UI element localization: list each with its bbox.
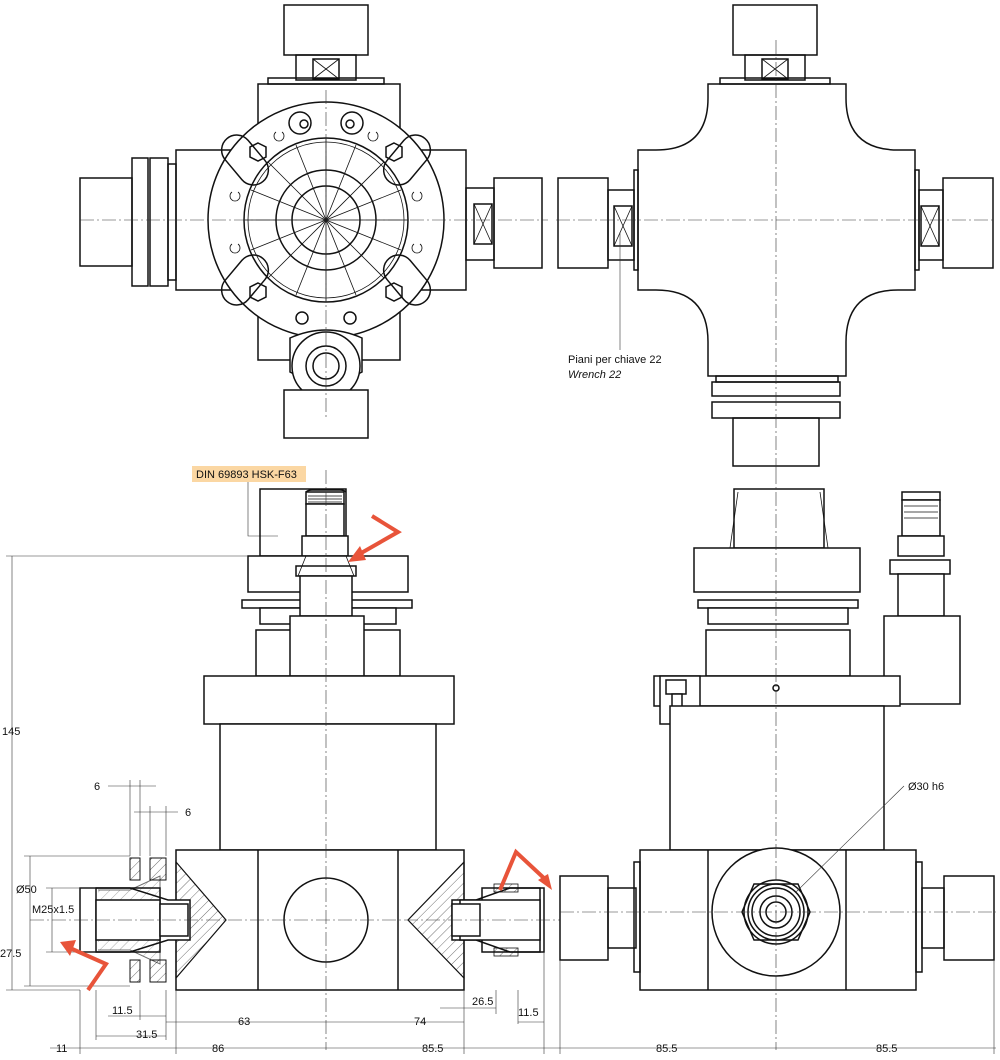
dim-85-5-b: 85.5 <box>656 1043 677 1055</box>
dim-74: 74 <box>414 1016 426 1028</box>
wrench-label-it: Piani per chiave 22 <box>568 354 662 366</box>
right-motor-2 <box>942 177 994 269</box>
dims-bottom-left <box>6 555 560 1054</box>
red-arrow-hsk <box>355 514 402 558</box>
hsk-label: DIN 69893 HSK-F63 <box>196 469 297 481</box>
top-left-view <box>79 4 548 439</box>
top-right-view: Piani per chiave 22 Wrench 22 <box>556 4 995 470</box>
bolt-slots <box>220 134 432 306</box>
cross-body <box>637 83 916 377</box>
dim-85-5-a: 85.5 <box>422 1043 443 1055</box>
main-body <box>219 723 437 851</box>
left-motor <box>79 177 133 267</box>
bottom-left-view: DIN 69893 HSK-F63 <box>0 466 560 1055</box>
dim-11-5-left: 11.5 <box>112 1005 133 1017</box>
wrench-label-en: Wrench 22 <box>568 369 621 381</box>
red-arrow-left-collet <box>69 946 110 992</box>
bottom-right-view: 10 0 10 Ø30 h6 85.5 85.5 <box>559 470 996 1055</box>
bottom-block <box>283 389 369 439</box>
dim-11: 11 <box>56 1043 67 1055</box>
dim-85-5-c: 85.5 <box>876 1043 897 1055</box>
shaft-label: Ø30 h6 <box>908 781 944 793</box>
top-motor-block <box>283 4 369 56</box>
dim-63: 63 <box>238 1016 250 1028</box>
dim-11-5-right: 11.5 <box>518 1007 539 1019</box>
red-arrow-right-collet <box>498 848 548 891</box>
left-motor-2 <box>557 177 609 269</box>
collet-diameter: Ø50 <box>16 884 37 896</box>
top-plate <box>203 675 455 725</box>
dim-145: 145 <box>2 726 20 738</box>
main-body-2 <box>669 705 885 851</box>
dim-26-5: 26.5 <box>472 996 493 1008</box>
dim-6-top: 6 <box>94 781 100 793</box>
dim-86: 86 <box>212 1043 224 1055</box>
right-motor <box>493 177 543 269</box>
hsk-label-bg <box>192 466 306 482</box>
dim-6-low: 6 <box>185 807 191 819</box>
thread-label: M25x1.5 <box>32 904 74 916</box>
dim-27-5: 27.5 <box>0 948 21 960</box>
dim-31-5: 31.5 <box>136 1029 157 1041</box>
